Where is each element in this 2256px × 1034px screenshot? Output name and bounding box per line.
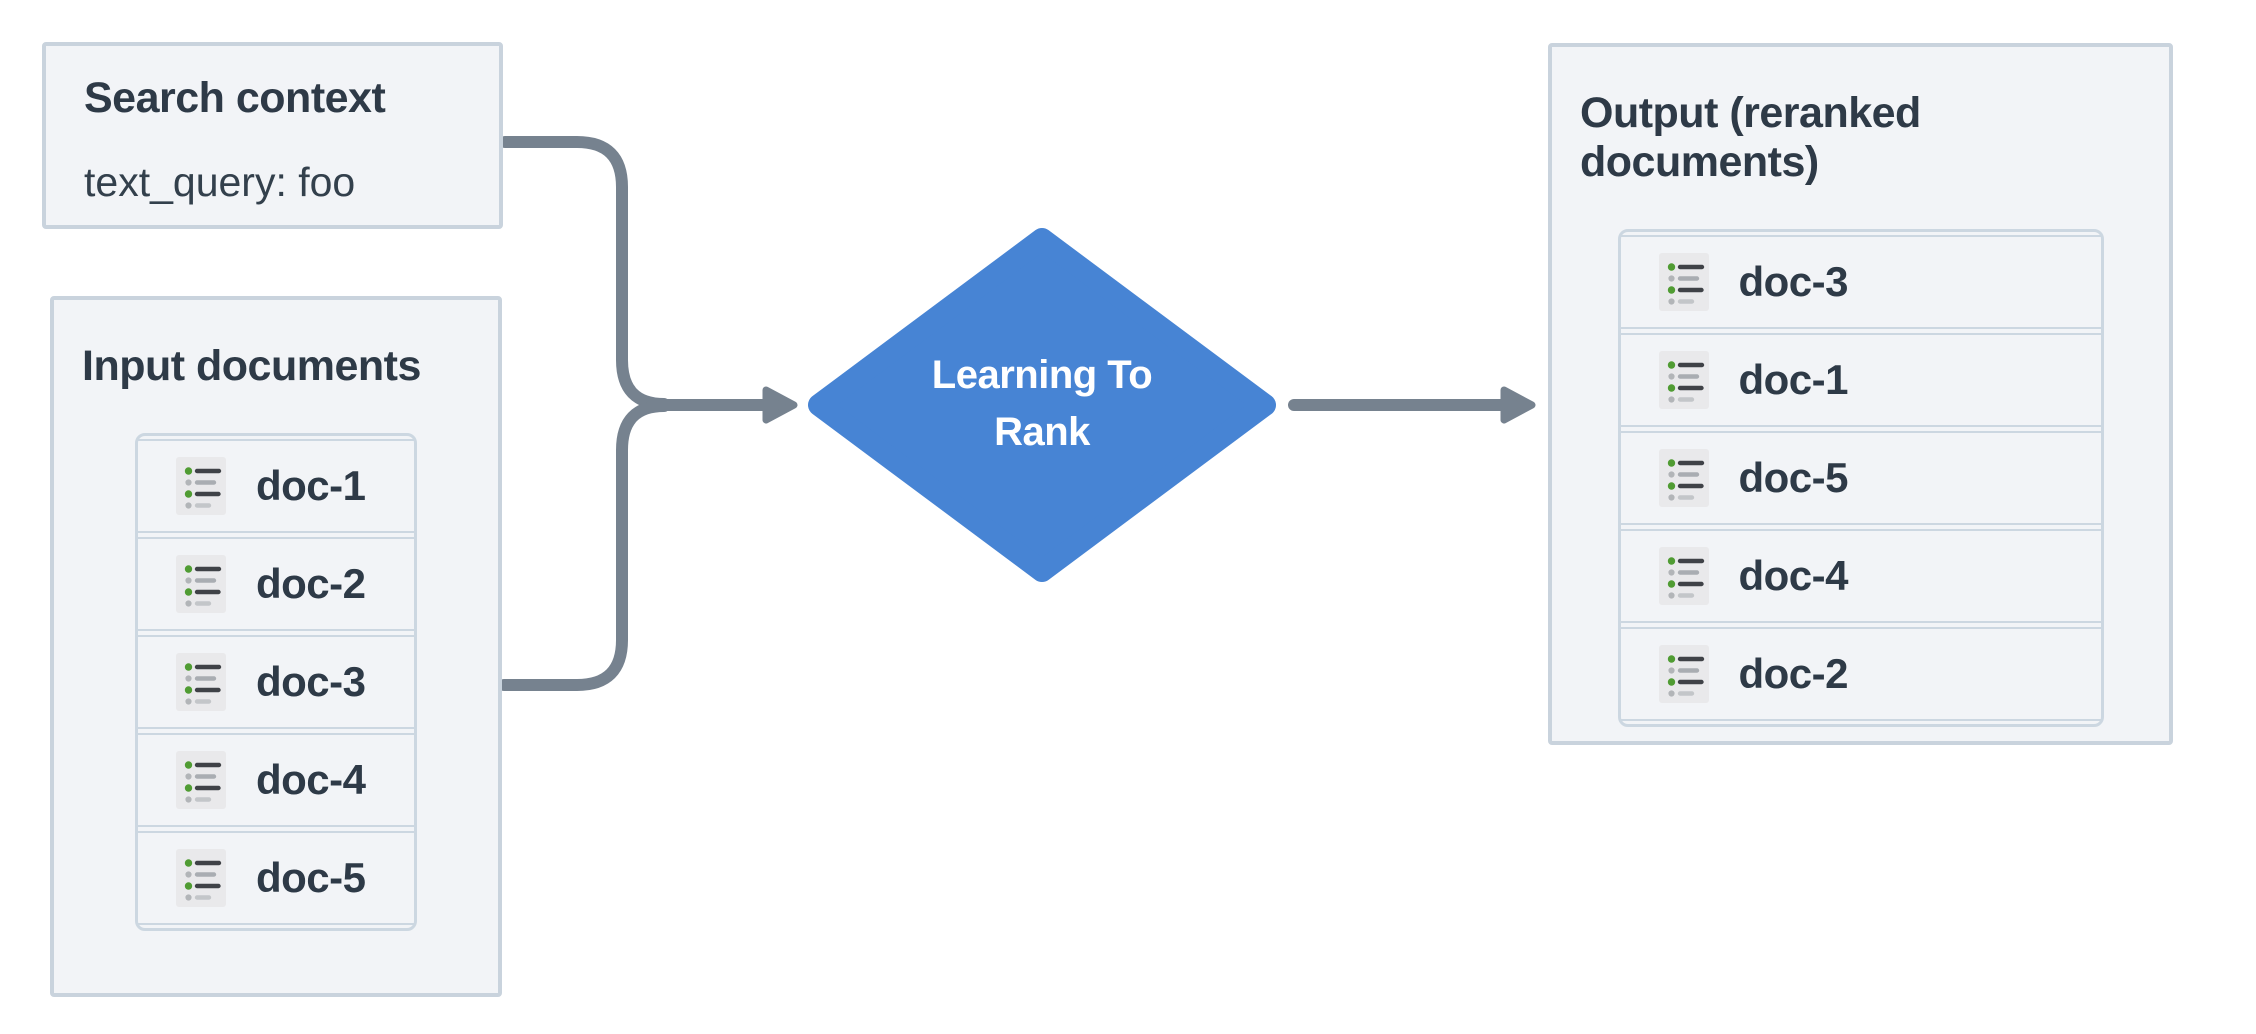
document-list-icon: [176, 653, 226, 711]
document-list-icon: [1659, 449, 1709, 507]
process-node-shape: [808, 228, 1276, 582]
doc-row: doc-3: [1620, 235, 2101, 329]
doc-label: doc-3: [256, 658, 366, 705]
connector-search-to-merge: [499, 136, 670, 410]
arrow-process-to-output-head: [1500, 386, 1536, 424]
search-query-text: text_query: foo: [84, 159, 356, 205]
doc-row: doc-2: [138, 537, 414, 631]
output-doc-list: doc-3 doc-1 doc-5 doc-4 doc-2: [1617, 229, 2104, 727]
document-list-icon: [176, 457, 226, 515]
process-node-label: Learning To Rank: [792, 347, 1292, 467]
doc-label: doc-4: [1738, 552, 1849, 599]
doc-label: doc-5: [1738, 454, 1849, 501]
doc-label: doc-5: [256, 854, 366, 901]
document-list-icon: [1659, 547, 1709, 605]
doc-row: doc-4: [138, 733, 414, 827]
document-list-icon: [1659, 253, 1709, 311]
doc-label: doc-4: [256, 756, 366, 803]
doc-row: doc-3: [138, 635, 414, 729]
doc-row: doc-1: [1620, 333, 2101, 427]
process-node-label-line2: Rank: [994, 410, 1090, 454]
doc-row: doc-5: [1620, 431, 2101, 525]
doc-row: doc-2: [1620, 627, 2101, 721]
document-list-icon: [176, 555, 226, 613]
doc-label: doc-2: [256, 560, 366, 607]
document-list-icon: [1659, 645, 1709, 703]
doc-row: doc-5: [138, 831, 414, 925]
doc-label: doc-3: [1738, 258, 1849, 305]
document-list-icon: [176, 751, 226, 809]
document-list-icon: [176, 849, 226, 907]
doc-label: doc-2: [1738, 650, 1849, 697]
input-documents-panel: Input documents doc-1 doc-2 doc-3 doc-4 …: [50, 296, 502, 997]
search-context-title: Search context: [84, 74, 386, 122]
document-list-icon: [1659, 351, 1709, 409]
search-context-panel: Search context text_query: foo: [42, 42, 503, 229]
arrow-merge-to-process-head: [762, 386, 798, 424]
doc-row: doc-4: [1620, 529, 2101, 623]
output-documents-title: Output (reranked documents): [1580, 89, 1921, 186]
doc-row: doc-1: [138, 439, 414, 533]
doc-label: doc-1: [256, 462, 366, 509]
input-documents-title: Input documents: [82, 342, 421, 390]
process-node-label-line1: Learning To: [931, 353, 1153, 397]
output-documents-panel: Output (reranked documents) doc-3 doc-1 …: [1548, 43, 2173, 745]
connector-input-to-merge: [498, 400, 670, 691]
doc-label: doc-1: [1738, 356, 1849, 403]
input-doc-list: doc-1 doc-2 doc-3 doc-4 doc-5: [135, 433, 417, 931]
